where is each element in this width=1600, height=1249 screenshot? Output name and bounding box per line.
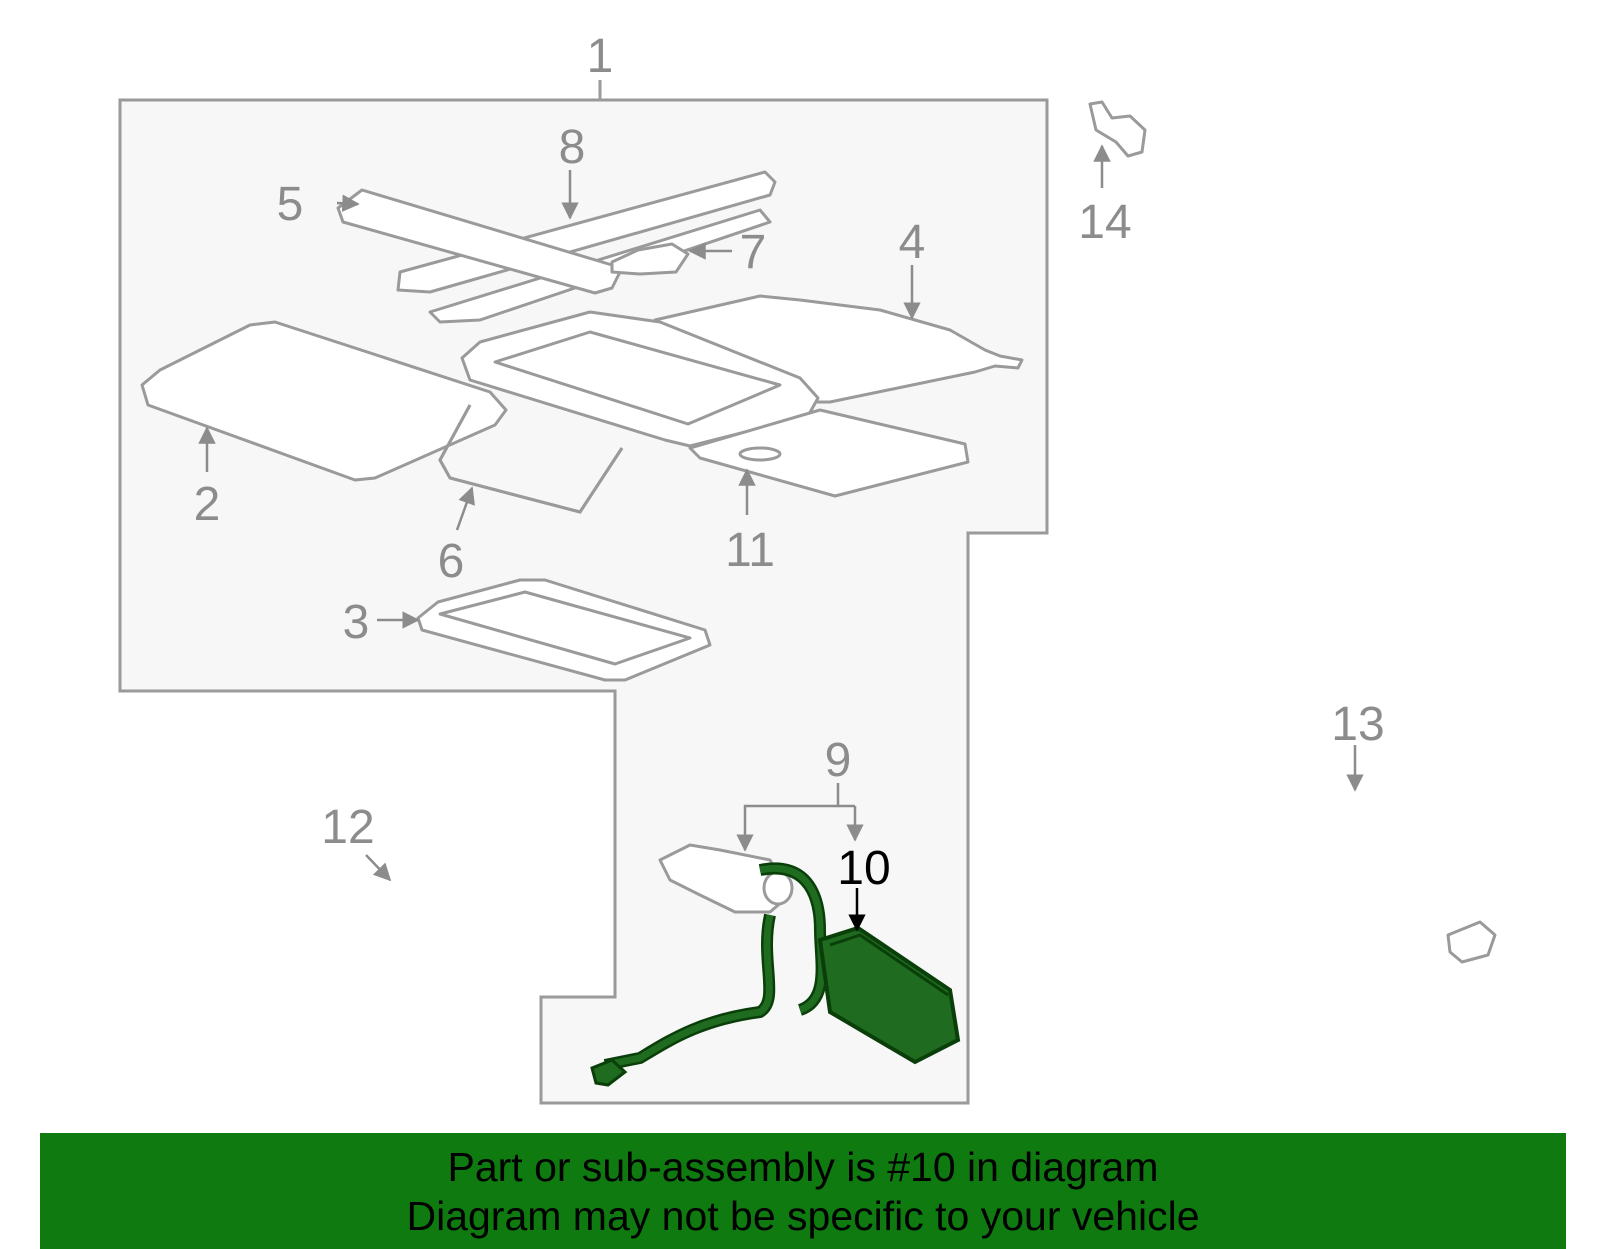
callout-5: 5 xyxy=(277,178,304,231)
callout-12: 12 xyxy=(321,801,374,854)
part-10-harness xyxy=(590,862,961,1087)
banner-line-2: Diagram may not be specific to your vehi… xyxy=(406,1193,1200,1239)
part-14-clip xyxy=(1088,100,1147,158)
part-7-bracket xyxy=(610,242,690,276)
part-4-frame xyxy=(653,294,1024,404)
part-5-seal xyxy=(336,188,624,295)
part-11-handle xyxy=(738,446,782,462)
callout-4: 4 xyxy=(899,216,926,269)
callout-14: 14 xyxy=(1078,196,1131,249)
part-11-sunshade xyxy=(688,408,970,498)
part-12-drain-hose xyxy=(348,719,492,1031)
callout-1: 1 xyxy=(587,30,614,83)
info-banner: Part or sub-assembly is #10 in diagram D… xyxy=(40,1133,1566,1249)
callout-6: 6 xyxy=(438,535,465,588)
part-13-drain-hose xyxy=(1149,718,1492,936)
part-2-glass xyxy=(140,320,508,482)
callout-11: 11 xyxy=(725,524,775,577)
callout-10: 10 xyxy=(837,842,890,895)
callout-3: 3 xyxy=(343,596,370,649)
callout-9: 9 xyxy=(825,734,852,787)
callout-2: 2 xyxy=(194,478,221,531)
callout-13: 13 xyxy=(1331,698,1384,751)
banner-line-1: Part or sub-assembly is #10 in diagram xyxy=(447,1144,1159,1190)
part-glass-inner xyxy=(493,330,782,426)
callout-7: 7 xyxy=(740,226,767,279)
callout-8: 8 xyxy=(559,121,586,174)
